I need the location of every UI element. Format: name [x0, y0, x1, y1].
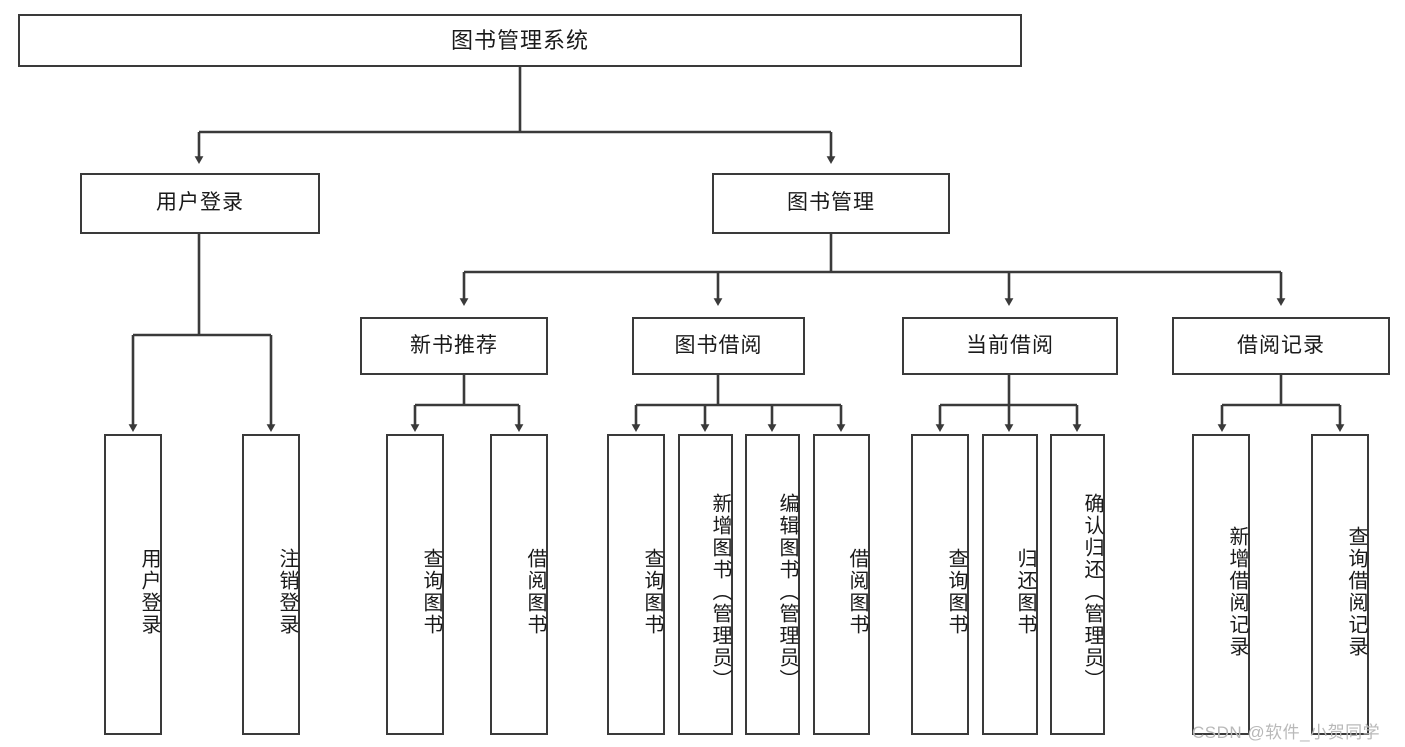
node-label: 图书管理系统: [450, 27, 589, 53]
node-label: 借阅图书: [846, 547, 868, 636]
leaf-logout[interactable]: 注销登录: [242, 434, 300, 735]
node-borrow-record[interactable]: 借阅记录: [1172, 317, 1390, 375]
node-label: 编辑图书（管理员）: [776, 492, 798, 691]
leaf-add-book-admin[interactable]: 新增图书（管理员）: [678, 434, 733, 735]
node-label: 查询图书: [420, 547, 442, 636]
node-label: 注销登录: [276, 547, 298, 636]
node-label: 归还图书: [1014, 547, 1036, 636]
node-label: 借阅记录: [1237, 333, 1325, 357]
node-book-borrow[interactable]: 图书借阅: [632, 317, 805, 375]
node-label: 用户登录: [138, 547, 160, 636]
node-label: 用户登录: [156, 191, 244, 215]
node-label: 新增图书（管理员）: [709, 492, 731, 691]
leaf-return-book[interactable]: 归还图书: [982, 434, 1038, 735]
node-root-system[interactable]: 图书管理系统: [18, 14, 1022, 67]
leaf-borrow-book-recommend[interactable]: 借阅图书: [490, 434, 548, 735]
node-label: 新增借阅记录: [1226, 525, 1248, 658]
leaf-query-book-borrow[interactable]: 查询图书: [607, 434, 665, 735]
node-label: 图书管理: [787, 191, 875, 215]
leaf-query-borrow-record[interactable]: 查询借阅记录: [1311, 434, 1369, 735]
leaf-query-book-recommend[interactable]: 查询图书: [386, 434, 444, 735]
node-user-login[interactable]: 用户登录: [80, 173, 320, 234]
node-label: 借阅图书: [524, 547, 546, 636]
node-label: 新书推荐: [410, 333, 498, 357]
node-label: 确认归还（管理员）: [1081, 492, 1103, 691]
leaf-add-borrow-record[interactable]: 新增借阅记录: [1192, 434, 1250, 735]
node-current-borrow[interactable]: 当前借阅: [902, 317, 1118, 375]
leaf-borrow-book[interactable]: 借阅图书: [813, 434, 870, 735]
node-label: 当前借阅: [966, 333, 1054, 357]
watermark-text: CSDN @软件_小贺同学: [1192, 723, 1381, 742]
leaf-confirm-return-admin[interactable]: 确认归还（管理员）: [1050, 434, 1105, 735]
node-label: 查询图书: [945, 547, 967, 636]
node-label: 查询图书: [641, 547, 663, 636]
leaf-user-login[interactable]: 用户登录: [104, 434, 162, 735]
node-label: 图书借阅: [674, 333, 763, 357]
node-label: 查询借阅记录: [1345, 525, 1367, 658]
node-new-book-recommend[interactable]: 新书推荐: [360, 317, 548, 375]
leaf-edit-book-admin[interactable]: 编辑图书（管理员）: [745, 434, 800, 735]
leaf-query-book-current[interactable]: 查询图书: [911, 434, 969, 735]
node-book-management[interactable]: 图书管理: [712, 173, 950, 234]
